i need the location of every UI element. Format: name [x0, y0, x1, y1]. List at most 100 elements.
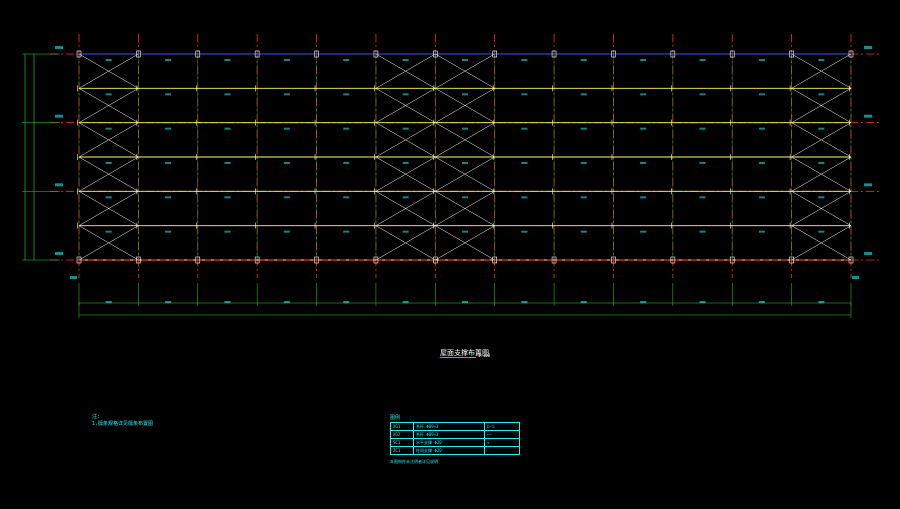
- member-tag: [580, 230, 587, 233]
- axis-tag-right: [864, 114, 872, 118]
- member-tag: [818, 196, 825, 199]
- column-mark: [254, 50, 260, 58]
- brace-diagonal: [375, 88, 436, 123]
- member-tag: [283, 162, 290, 164]
- member-tag: [521, 196, 528, 199]
- axis-lines: [50, 34, 880, 278]
- brace-diagonal: [791, 191, 852, 226]
- member-tag: [758, 127, 765, 130]
- member-labels: [55, 46, 872, 303]
- dim-tag: [283, 301, 290, 303]
- column-mark: [314, 256, 319, 264]
- member-tag: [818, 230, 825, 233]
- brace-diagonal: [435, 53, 495, 89]
- dim-tag: [640, 301, 647, 303]
- brace-diagonal: [791, 122, 852, 158]
- column-mark: [492, 50, 497, 58]
- line-symbol-icon: ——: [487, 432, 492, 437]
- member-tag: [521, 59, 528, 61]
- brace-diagonal: [78, 191, 139, 226]
- brace-diagonal: [78, 225, 139, 261]
- brace-diagonal: [375, 122, 436, 158]
- axis-tag-left: [55, 252, 63, 255]
- member-tag: [521, 93, 528, 96]
- column-mark: [76, 256, 82, 264]
- column-mark: [729, 256, 735, 264]
- column-mark: [136, 256, 141, 264]
- brace-diagonal: [375, 53, 436, 89]
- column-mark: [789, 50, 794, 58]
- member-tag: [580, 127, 587, 130]
- dim-tag: [343, 301, 350, 303]
- member-tag: [640, 230, 647, 233]
- member-tag: [758, 162, 765, 164]
- member-tag: [462, 93, 468, 96]
- member-tag: [343, 162, 350, 164]
- member-tag: [343, 93, 350, 96]
- member-tag: [165, 59, 172, 61]
- member-tag: [224, 196, 231, 199]
- member-tag: [640, 162, 647, 164]
- column-mark: [76, 50, 82, 58]
- column-mark: [551, 50, 557, 58]
- member-tag: [402, 93, 409, 96]
- brace-diagonal: [78, 156, 139, 192]
- column-mark: [195, 50, 201, 58]
- axis-tag-right: [864, 183, 872, 187]
- axis-tag-left: [55, 114, 63, 118]
- member-tag: [283, 230, 290, 233]
- member-tag: [343, 127, 350, 130]
- brace-diagonal: [791, 53, 852, 89]
- member-tag: [699, 59, 706, 61]
- member-tag: [699, 162, 706, 164]
- notes-heading: 注:: [92, 414, 101, 420]
- dimension-lines: [22, 53, 852, 318]
- member-tag: [343, 230, 350, 233]
- dim-tag: [462, 301, 468, 303]
- column-mark: [848, 256, 854, 264]
- member-tag: [105, 127, 112, 130]
- brace-diagonal: [435, 88, 495, 123]
- member-tag: [283, 59, 290, 61]
- member-tag: [105, 162, 112, 164]
- member-tag: [402, 127, 409, 130]
- axis-tag-right: [864, 46, 872, 49]
- member-tag: [283, 127, 290, 130]
- brace-diagonal: [78, 53, 139, 89]
- member-tag: [758, 230, 765, 233]
- axis-tag-left: [55, 46, 63, 49]
- column-mark: [433, 50, 438, 58]
- brace-diagonal: [78, 122, 139, 158]
- member-tag: [462, 230, 468, 233]
- member-tag: [224, 93, 231, 96]
- legend-heading: 图例: [390, 415, 401, 421]
- member-tag: [758, 59, 765, 61]
- member-tag: [758, 196, 765, 199]
- member-tag: [165, 162, 172, 164]
- member-tag: [521, 127, 528, 130]
- column-mark: [551, 256, 557, 264]
- member-tag: [462, 196, 468, 199]
- dim-tag: [165, 301, 172, 303]
- member-tag: [462, 127, 468, 130]
- column-mark: [611, 50, 616, 58]
- column-mark: [314, 50, 319, 58]
- member-tag: [165, 127, 172, 130]
- column-mark: [670, 256, 676, 264]
- cross-brace-icon: ✕: [487, 440, 490, 445]
- member-tag: [580, 196, 587, 199]
- member-tag: [699, 196, 706, 199]
- column-mark: [373, 50, 379, 58]
- member-tag: [224, 162, 231, 164]
- drawing-title: 屋面支撑布置图: [440, 349, 489, 357]
- member-tag: [165, 93, 172, 96]
- column-mark: [373, 256, 379, 264]
- column-mark: [670, 50, 676, 58]
- column-mark: [433, 256, 438, 264]
- member-tag: [699, 230, 706, 233]
- notes-line: 1.檩条规格详见檩条布置图: [92, 421, 154, 427]
